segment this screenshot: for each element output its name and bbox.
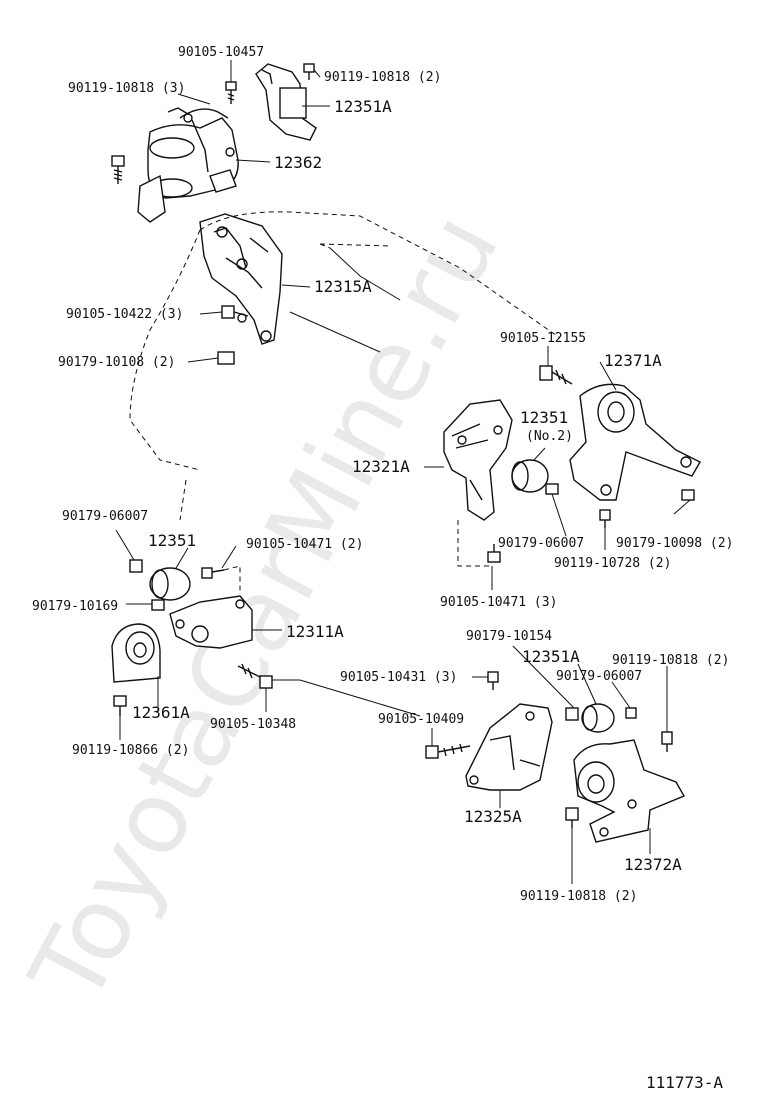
mount-12361A bbox=[111, 623, 161, 683]
nut-90179-10169 bbox=[151, 599, 165, 611]
label-90105-10431: 90105-10431 (3) bbox=[340, 670, 457, 685]
label-90119-10818-2-bottom: 90119-10818 (2) bbox=[520, 889, 637, 904]
label-90105-10348: 90105-10348 bbox=[210, 717, 296, 732]
nut-90179-06007-left bbox=[129, 559, 143, 573]
diagram-id: 111773-A bbox=[646, 1073, 723, 1092]
label-90119-10818-2-top: 90119-10818 (2) bbox=[324, 70, 441, 85]
part-labels: 90105-10457 90119-10818 (3) 90119-10818 … bbox=[32, 45, 733, 1092]
bracket-12315A bbox=[199, 213, 283, 345]
engine-mount-12362 bbox=[137, 107, 239, 223]
label-12315A: 12315A bbox=[314, 277, 372, 296]
label-90179-10169: 90179-10169 bbox=[32, 599, 118, 614]
label-90119-10818-2-lower: 90119-10818 (2) bbox=[612, 653, 729, 668]
bolt-90105-10422 bbox=[221, 305, 249, 323]
bushing-12351-left bbox=[149, 567, 191, 601]
label-12361A: 12361A bbox=[132, 703, 190, 722]
bushing-12351A bbox=[581, 703, 615, 733]
label-90119-10728: 90119-10728 (2) bbox=[554, 556, 671, 571]
label-90179-10108: 90179-10108 (2) bbox=[58, 355, 175, 370]
bolt-90105-10431 bbox=[487, 671, 499, 690]
nut-90179-10154 bbox=[565, 707, 579, 721]
bolt-90119-10818-lower-left bbox=[565, 807, 579, 828]
nut-90179-10098 bbox=[681, 489, 695, 501]
bracket-12351A bbox=[255, 63, 317, 141]
bolt-90105-10457 bbox=[225, 81, 237, 104]
label-90119-10818-3: 90119-10818 (3) bbox=[68, 81, 185, 96]
bracket-12325A bbox=[465, 703, 553, 791]
label-90105-10471-3: 90105-10471 (3) bbox=[440, 595, 557, 610]
nut-90179-10108 bbox=[217, 351, 235, 365]
label-12351-no2: 12351 bbox=[520, 408, 568, 427]
bolt-90119-10818-top bbox=[303, 63, 315, 80]
label-12325A: 12325A bbox=[464, 807, 522, 826]
bracket-12311A bbox=[169, 595, 253, 649]
bolt-90105-10471-left bbox=[201, 565, 241, 594]
label-90179-06007-mid: 90179-06007 bbox=[498, 536, 584, 551]
bracket-12321A bbox=[443, 399, 513, 567]
label-90179-06007-left: 90179-06007 bbox=[62, 509, 148, 524]
leader-lines bbox=[115, 60, 691, 884]
label-90105-10409: 90105-10409 bbox=[378, 712, 464, 727]
label-no2: (No.2) bbox=[526, 429, 573, 444]
label-12311A: 12311A bbox=[286, 622, 344, 641]
label-12351-left: 12351 bbox=[148, 531, 196, 550]
label-12372A: 12372A bbox=[624, 855, 682, 874]
bushing-12351-no2 bbox=[511, 459, 549, 493]
mount-12371A bbox=[569, 383, 701, 501]
label-12351A-top: 12351A bbox=[334, 97, 392, 116]
label-12371A: 12371A bbox=[604, 351, 662, 370]
label-90179-06007-lower: 90179-06007 bbox=[556, 669, 642, 684]
label-90119-10866: 90119-10866 (2) bbox=[72, 743, 189, 758]
label-90105-10457: 90105-10457 bbox=[178, 45, 264, 60]
bolt-90119-10866 bbox=[113, 695, 127, 716]
label-90179-10154: 90179-10154 bbox=[466, 629, 552, 644]
nut-90179-06007-right bbox=[545, 483, 559, 495]
label-90179-10098: 90179-10098 (2) bbox=[616, 536, 733, 551]
label-90105-10471-2: 90105-10471 (2) bbox=[246, 537, 363, 552]
bolt-90105-12155 bbox=[539, 365, 573, 385]
engine-phantom-outline bbox=[129, 211, 561, 521]
bolt-90119-10818-lower-top bbox=[661, 731, 673, 752]
bolt-90105-10348 bbox=[237, 663, 273, 689]
mount-12372A bbox=[573, 739, 686, 843]
label-12321A: 12321A bbox=[352, 457, 410, 476]
label-90105-10422: 90105-10422 (3) bbox=[66, 307, 183, 322]
bolt-90119-10818-left bbox=[111, 155, 125, 184]
label-12362: 12362 bbox=[274, 153, 322, 172]
label-12351A-lower: 12351A bbox=[522, 647, 580, 666]
phantom-line-lower bbox=[272, 679, 421, 717]
bolt-90105-10409 bbox=[425, 743, 471, 759]
nut-90179-06007-lower bbox=[625, 707, 637, 719]
label-90105-12155: 90105-12155 bbox=[500, 331, 586, 346]
bolt-90105-10471-right bbox=[487, 544, 501, 563]
bolt-90119-10728 bbox=[599, 509, 611, 528]
